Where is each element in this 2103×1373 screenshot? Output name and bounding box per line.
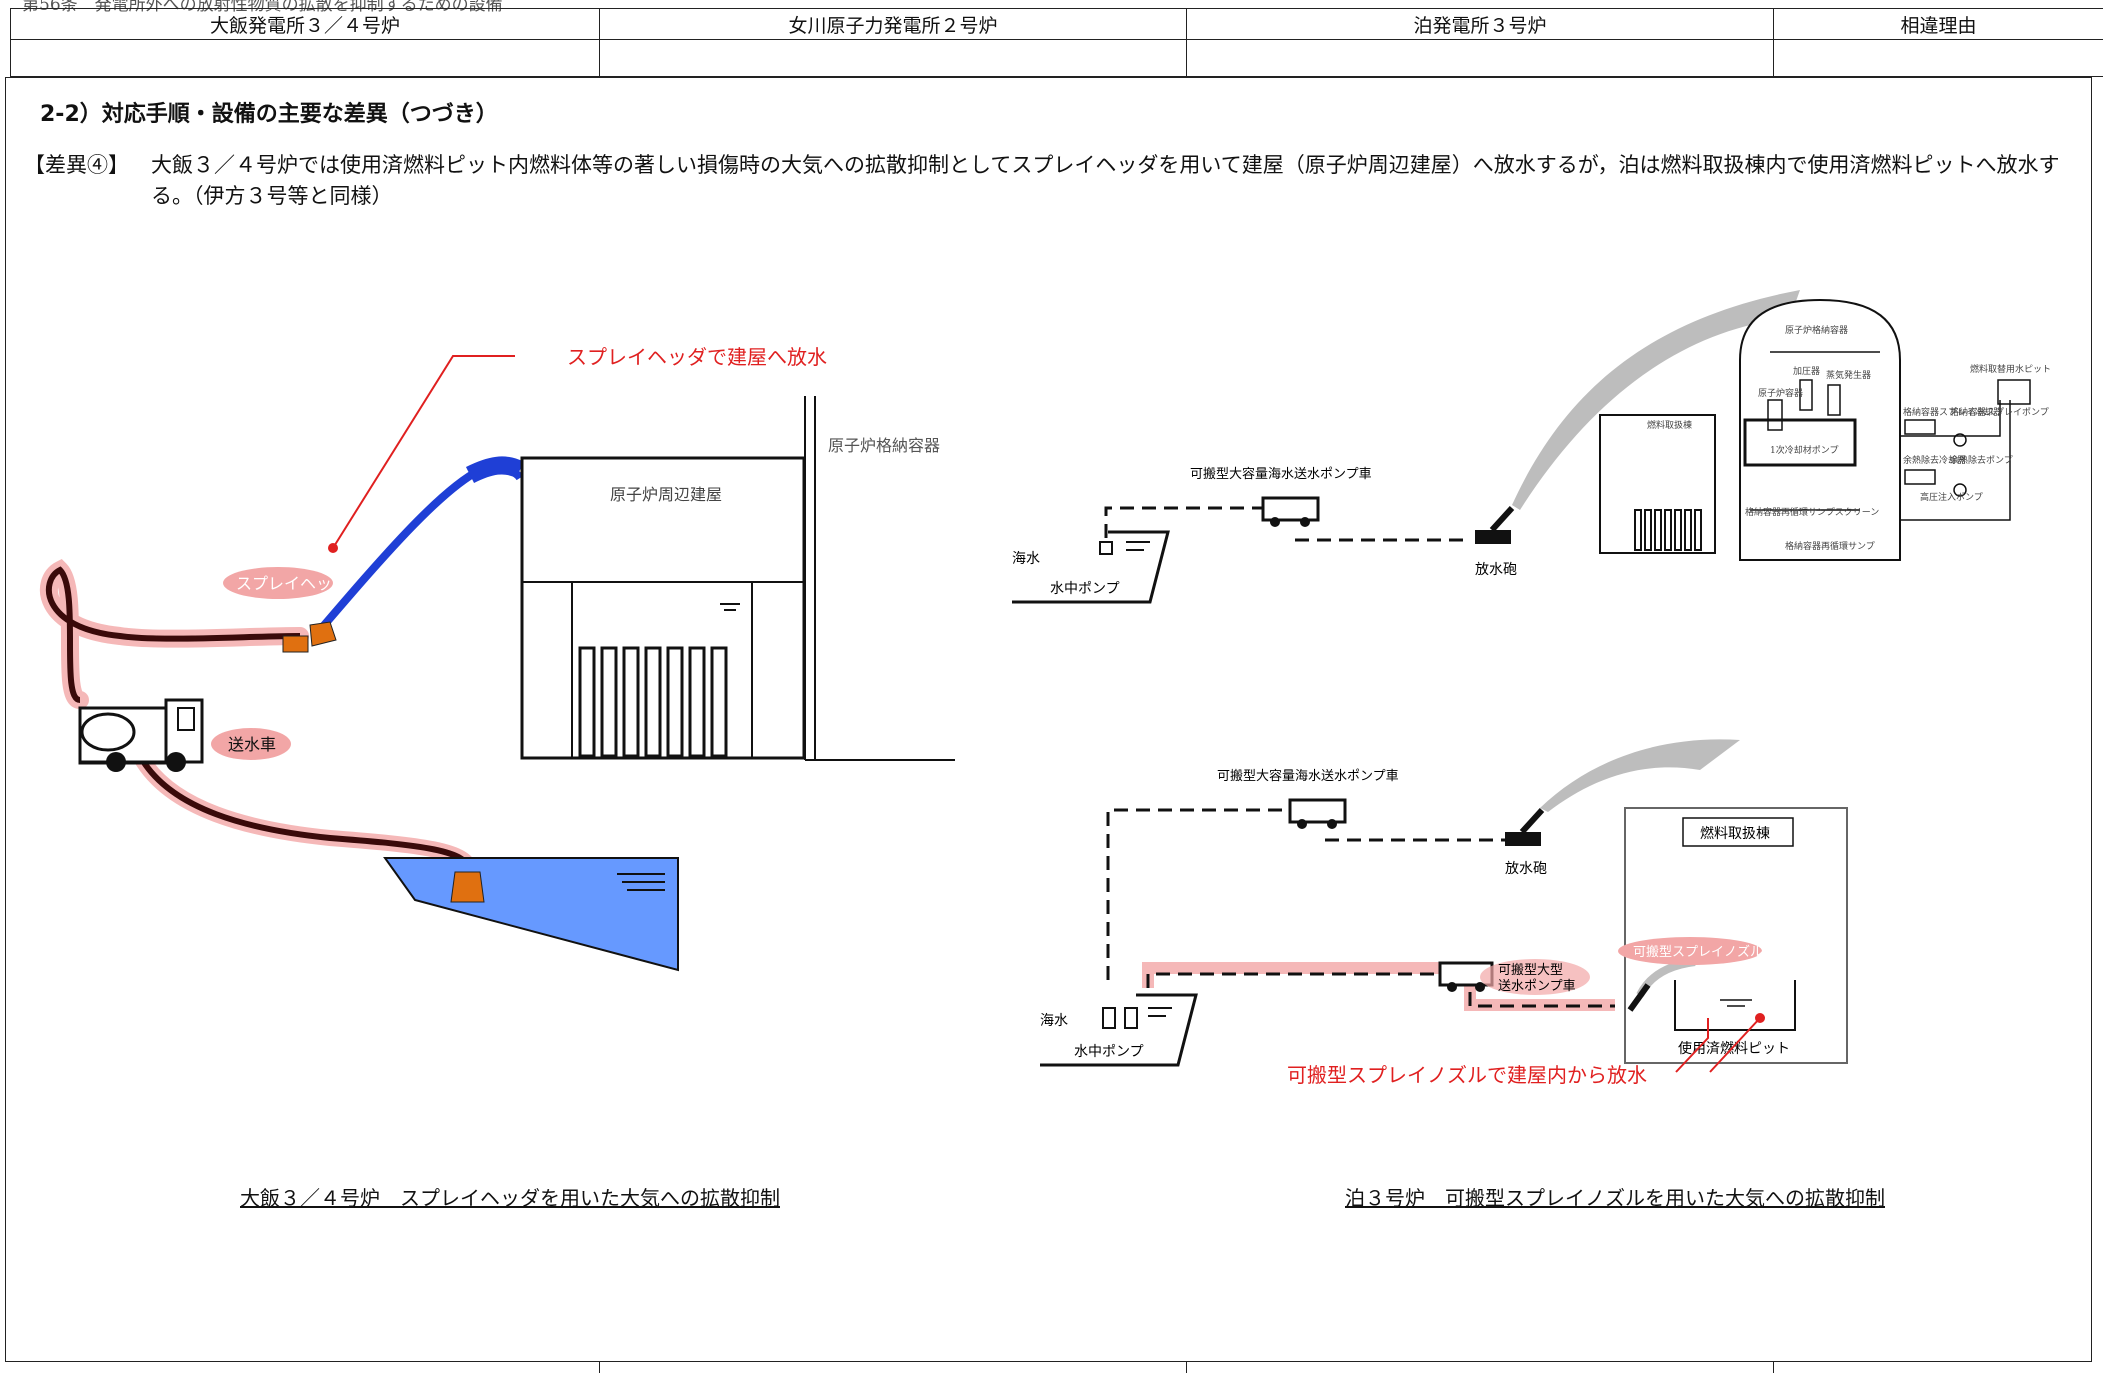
mini-label: 蒸気発生器 bbox=[1826, 369, 1871, 381]
spray-header-nozzle bbox=[310, 622, 336, 646]
left-diagram-caption: 大飯３／４号炉 スプレイヘッダを用いた大気への拡散抑制 bbox=[240, 1182, 780, 1211]
mini-label: 高圧注入ポンプ bbox=[1920, 491, 1983, 503]
portable-truck-label-2: 送水ポンプ車 bbox=[1498, 979, 1576, 994]
bottom-hose-dashed bbox=[1108, 810, 1290, 980]
portable-truck-label-1: 可搬型大型 bbox=[1498, 963, 1563, 978]
nozzle-callout-text: 可搬型スプレイノズルで建屋内から放水 bbox=[1287, 1063, 1647, 1087]
top-pump-truck-label: 可搬型大容量海水送水ポンプ車 bbox=[1190, 466, 1372, 482]
mini-label: 1次冷却材ポンプ bbox=[1770, 444, 1838, 456]
bottom-pump-truck-label: 可搬型大容量海水送水ポンプ車 bbox=[1217, 768, 1399, 784]
spray-callout-dot bbox=[328, 543, 338, 553]
bottom-cannon-label: 放水砲 bbox=[1505, 861, 1547, 877]
bottom-sea-label: 海水 bbox=[1040, 1013, 1068, 1029]
mini-label: 格納容器再循環サンプ bbox=[1785, 540, 1875, 552]
submersible-pump bbox=[451, 872, 484, 902]
mini-label: 原子炉格納容器 bbox=[1785, 324, 1848, 336]
column-divider bbox=[1773, 1361, 1774, 1373]
column-header-reason: 相違理由 bbox=[1774, 9, 2103, 40]
bottom-sub-pump-label: 水中ポンプ bbox=[1074, 1044, 1144, 1060]
water-jet-spray bbox=[470, 465, 520, 475]
column-header-tomari: 泊発電所３号炉 bbox=[1187, 9, 1774, 40]
top-cannon-label: 放水砲 bbox=[1475, 562, 1517, 578]
table-cell-empty bbox=[1774, 40, 2103, 77]
mini-label: 燃料取扱棟 bbox=[1647, 419, 1692, 431]
top-pump-truck-icon bbox=[1263, 498, 1318, 527]
bottom-water-arc bbox=[1540, 739, 1740, 812]
portable-hose-highlight bbox=[1148, 968, 1440, 988]
top-sea-label: 海水 bbox=[1012, 551, 1040, 567]
top-water-cannon-icon bbox=[1475, 508, 1512, 544]
mini-label: 加圧器 bbox=[1793, 366, 1820, 377]
mini-label: 余熱除去ポンプ bbox=[1950, 454, 2013, 466]
top-sub-pump-label: 水中ポンプ bbox=[1050, 581, 1120, 597]
bottom-water-cannon-icon bbox=[1505, 810, 1542, 846]
pit-label: 使用済燃料ピット bbox=[1678, 1040, 1790, 1057]
table-cell-empty bbox=[1187, 40, 1774, 77]
spray-header-device bbox=[283, 636, 308, 652]
mini-label: 格納容器再循環サンプスクリーン bbox=[1745, 506, 1879, 518]
portable-hose-dashed bbox=[1148, 974, 1440, 988]
tomari-spray-nozzle-diagram: 海水 水中ポンプ 可搬型大容量海水送水ポンプ車 放水砲 原 bbox=[1000, 270, 2080, 1090]
mini-label: 格納容器スプレイポンプ bbox=[1950, 406, 2049, 418]
table-bottom-row bbox=[10, 1361, 2103, 1373]
aux-building-label: 原子炉周辺建屋 bbox=[610, 485, 722, 504]
mini-label: 原子炉容器 bbox=[1758, 387, 1803, 399]
column-divider bbox=[1186, 1361, 1187, 1373]
mini-label: 燃料取替用水ピット bbox=[1970, 363, 2051, 375]
spray-header-label: スプレイヘッダ bbox=[236, 574, 348, 593]
nozzle-label: 可搬型スプレイノズル bbox=[1633, 944, 1763, 960]
water-jet bbox=[320, 468, 520, 630]
right-diagram-caption: 泊３号炉 可搬型スプレイノズルを用いた大気への拡散抑制 bbox=[1345, 1182, 1885, 1211]
water-truck-icon bbox=[80, 700, 202, 772]
bottom-pump-truck-icon bbox=[1290, 800, 1345, 829]
column-divider bbox=[599, 1361, 600, 1373]
truck-label: 送水車 bbox=[228, 735, 276, 754]
containment-label: 原子炉格納容器 bbox=[828, 436, 940, 455]
spray-callout-text: スプレイヘッダで建屋へ放水 bbox=[567, 345, 827, 369]
hose-highlight bbox=[140, 756, 470, 872]
fuel-building-label: 燃料取扱棟 bbox=[1700, 825, 1770, 842]
ohi-spray-header-diagram: スプレイヘッダで建屋へ放水 原子炉格納容器 原子炉周辺建屋 スプレイヘッダ 送水… bbox=[0, 0, 1010, 1230]
